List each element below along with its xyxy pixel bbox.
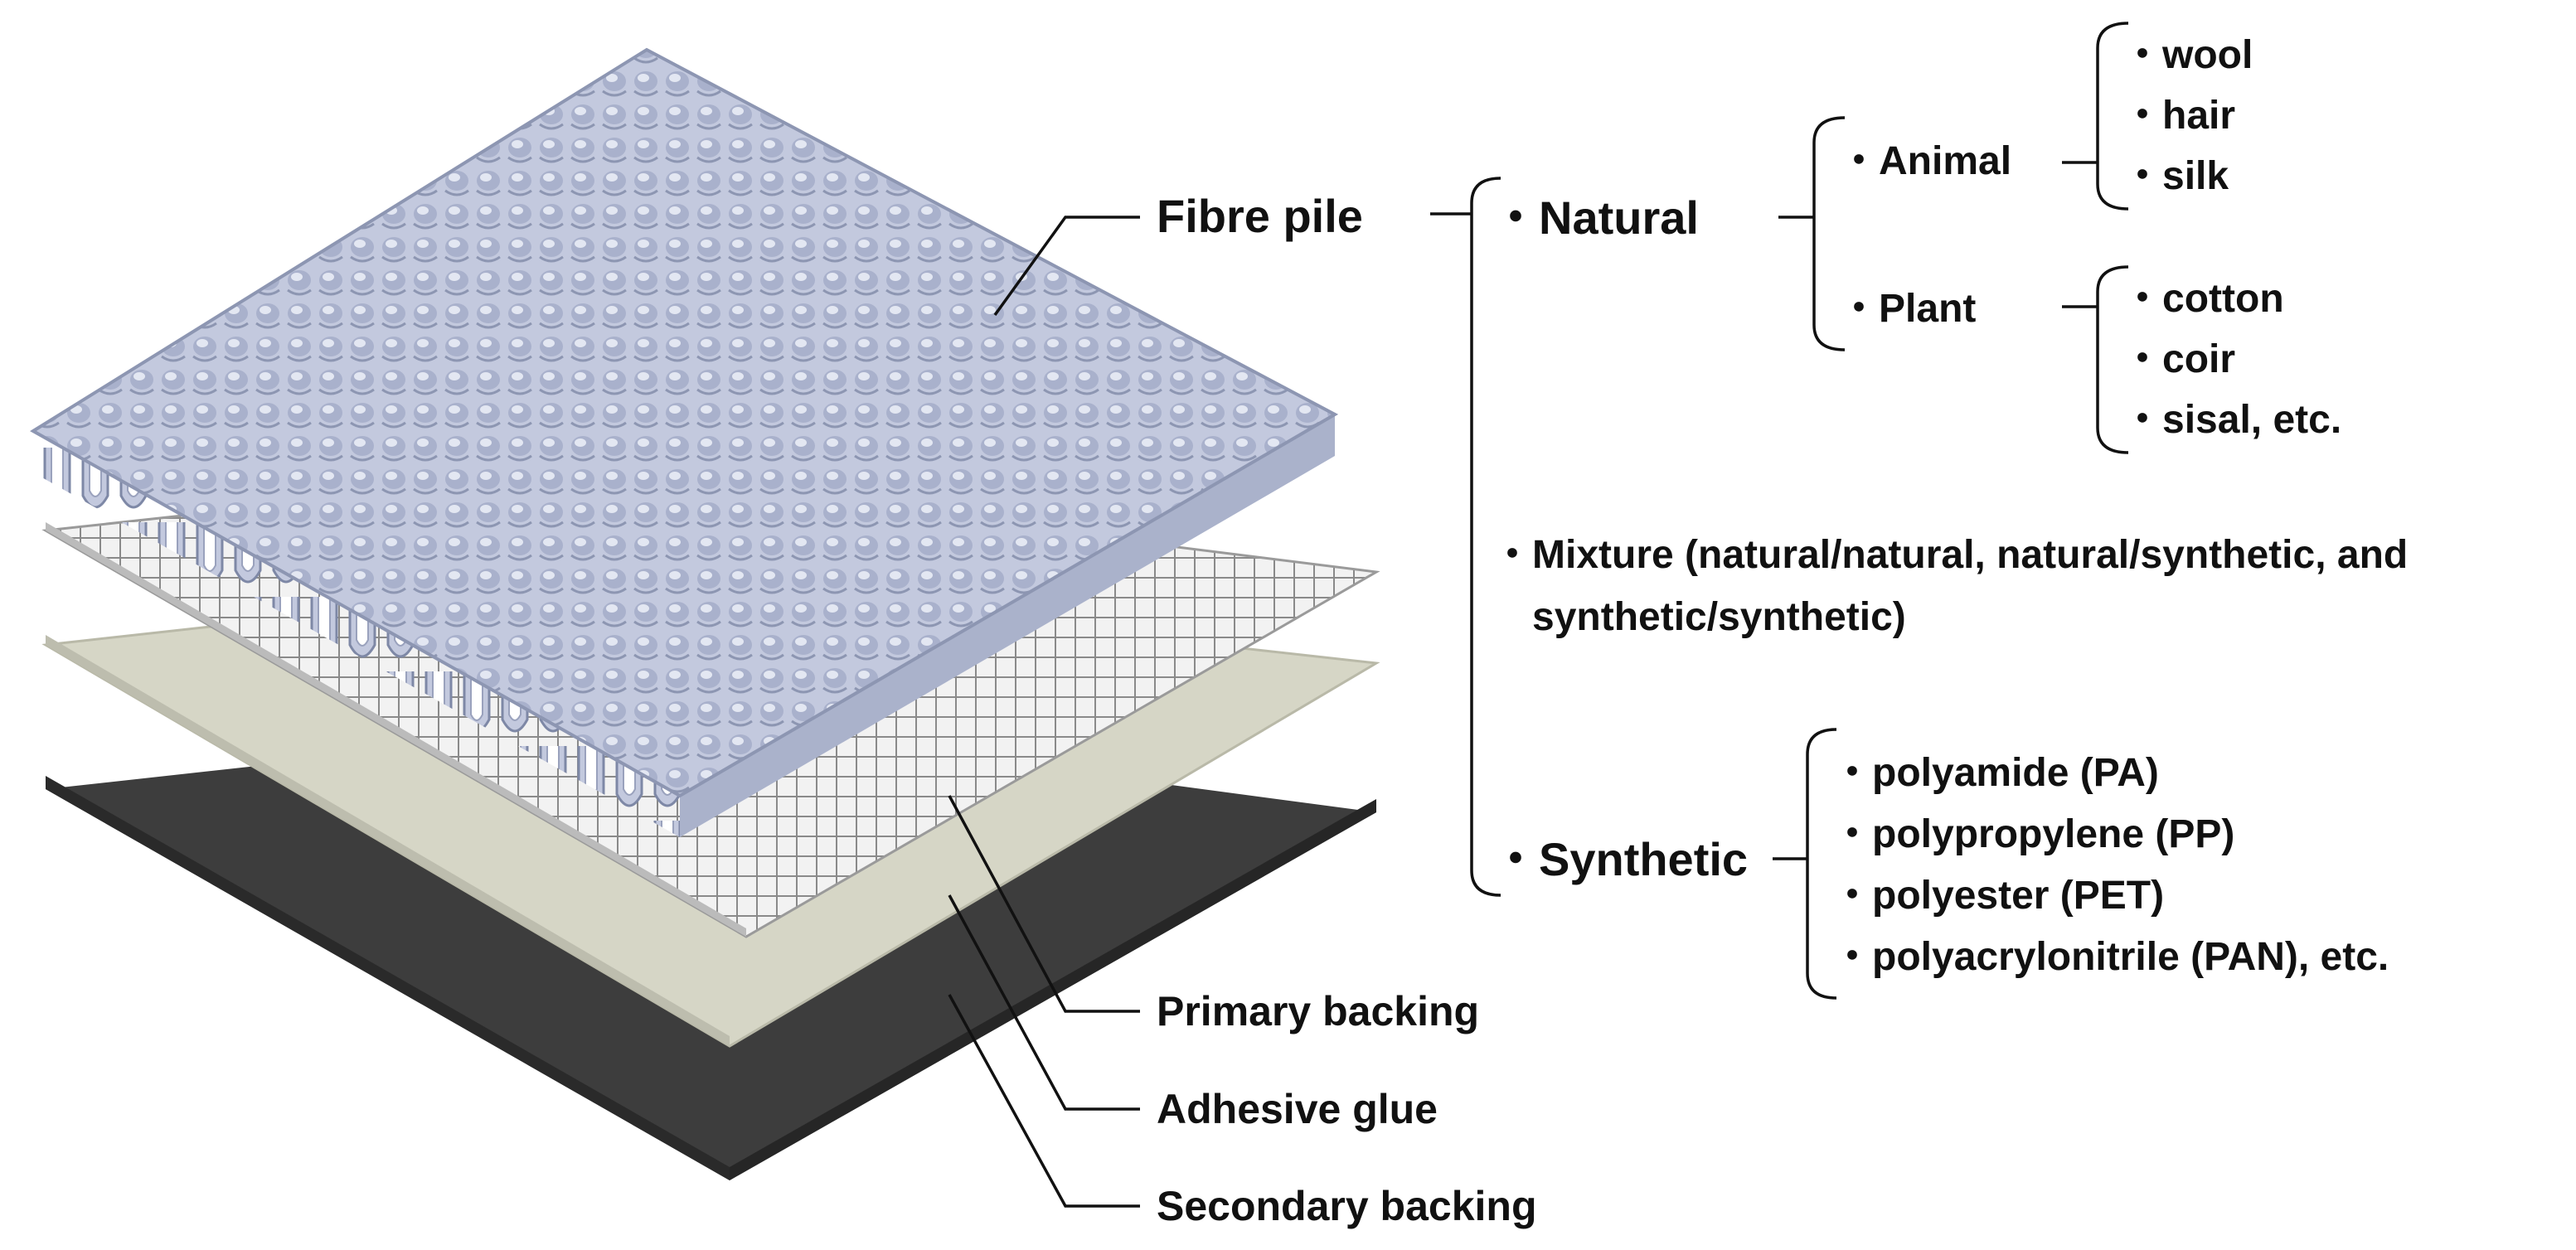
animal-item: ・wool xyxy=(2122,33,2253,77)
plant-label: ・Plant xyxy=(1839,287,1976,331)
mixture-label-line1: ・Mixture (natural/natural, natural/synth… xyxy=(1492,533,2408,577)
adhesive-glue-label: Adhesive glue xyxy=(1157,1086,1438,1132)
animal-bracket xyxy=(2096,22,2129,211)
animal-label: ・Animal xyxy=(1839,139,2011,183)
animal-item: ・silk xyxy=(2122,154,2229,198)
plant-item: ・cotton xyxy=(2122,277,2284,321)
fibre-pile-leader xyxy=(993,216,1140,317)
synthetic-label: ・Synthetic xyxy=(1492,833,1748,885)
synthetic-bracket xyxy=(1806,728,1837,1000)
classification-brackets xyxy=(1430,22,2129,1000)
primary-backing-label: Primary backing xyxy=(1157,988,1479,1034)
mixture-label-line2: synthetic/synthetic) xyxy=(1532,595,1906,639)
synthetic-item: ・polyester (PET) xyxy=(1832,874,2164,918)
secondary-backing-leader xyxy=(948,994,1140,1208)
natural-label: ・Natural xyxy=(1492,191,1699,244)
natural-bracket xyxy=(1812,116,1846,351)
synthetic-item: ・polypropylene (PP) xyxy=(1832,812,2234,856)
main-bracket xyxy=(1470,177,1501,897)
adhesive-glue-leader xyxy=(948,894,1140,1111)
plant-item: ・sisal, etc. xyxy=(2122,398,2341,442)
plant-bracket xyxy=(2096,265,2129,454)
callout-lines xyxy=(948,216,1140,1208)
fibre-pile-label: Fibre pile xyxy=(1157,190,1363,242)
primary-backing-leader xyxy=(948,795,1140,1013)
fibre-pile-layer xyxy=(30,47,1339,837)
plant-item: ・coir xyxy=(2122,337,2235,381)
animal-item: ・hair xyxy=(2122,94,2235,138)
synthetic-item: ・polyacrylonitrile (PAN), etc. xyxy=(1832,935,2389,979)
synthetic-item: ・polyamide (PA) xyxy=(1832,751,2159,795)
secondary-backing-label: Secondary backing xyxy=(1157,1183,1537,1229)
